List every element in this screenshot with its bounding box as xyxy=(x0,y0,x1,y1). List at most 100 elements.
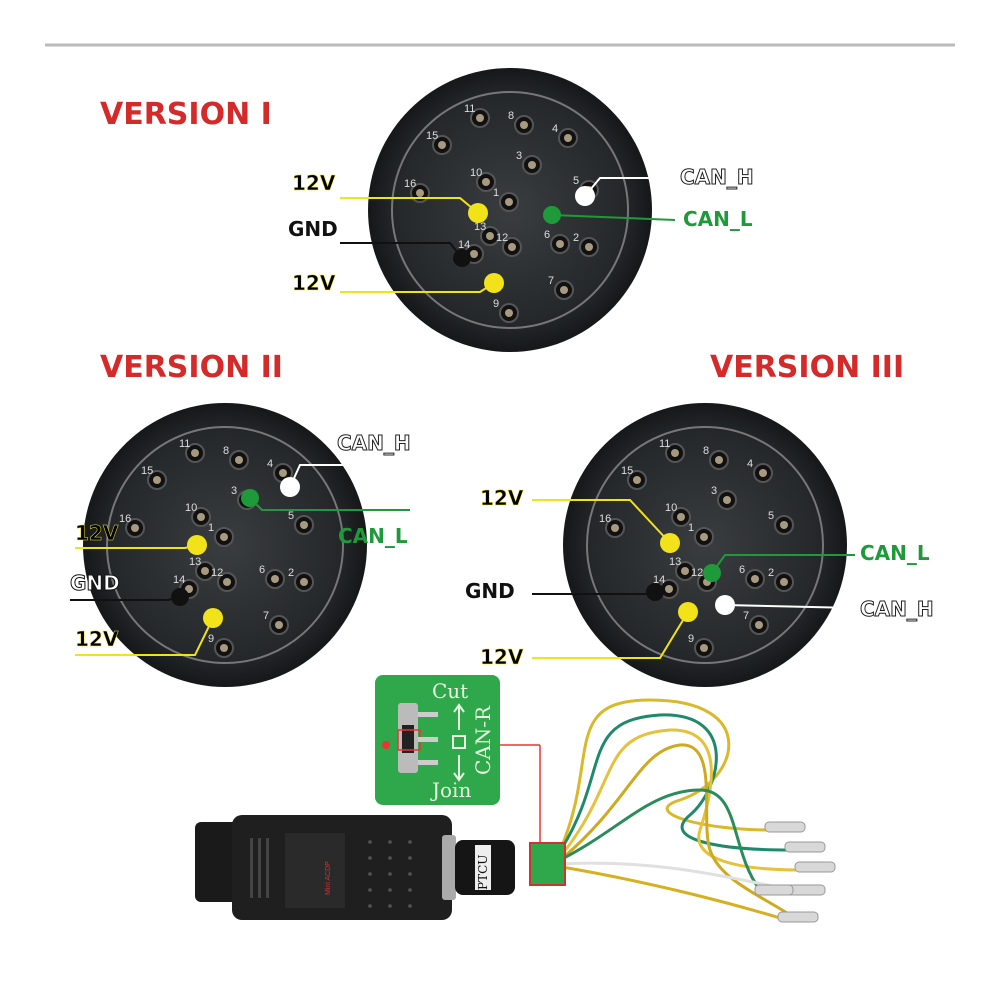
adapter-brand: Mini ACDP xyxy=(325,861,332,895)
label-can-l: CAN_L xyxy=(338,524,408,548)
pin-contact xyxy=(482,178,490,186)
pin-contact xyxy=(271,575,279,583)
terminal xyxy=(784,841,826,853)
pin-number: 7 xyxy=(743,610,749,622)
obd-adapter: Mini ACDP PTCU xyxy=(195,815,566,920)
wire-can-h xyxy=(724,604,856,609)
pin-12v-dot xyxy=(678,602,698,622)
pin-number: 1 xyxy=(688,522,694,534)
can-r-switch[interactable] xyxy=(402,725,414,753)
pin-gnd-dot xyxy=(646,583,664,601)
label-gnd: GND xyxy=(288,217,338,241)
pin-contact xyxy=(681,567,689,575)
pin-contact xyxy=(505,309,513,317)
pin-number: 11 xyxy=(179,438,190,450)
terminal xyxy=(777,911,819,923)
label-12v: 12V xyxy=(480,486,524,510)
pin-contact xyxy=(759,469,767,477)
pin-contact xyxy=(700,533,708,541)
vent-hole xyxy=(368,904,372,908)
pin-contact xyxy=(556,240,564,248)
pin-12v-dot xyxy=(660,533,680,553)
pin-number: 14 xyxy=(653,574,665,586)
pin-number: 11 xyxy=(464,103,475,115)
pin-number: 2 xyxy=(768,567,774,579)
ptcu-label: PTCU xyxy=(476,855,490,890)
vent-hole xyxy=(388,840,392,844)
pin-number: 3 xyxy=(516,150,522,162)
pin-number: 16 xyxy=(599,513,611,525)
pin-number: 1 xyxy=(493,187,499,199)
vent-hole xyxy=(388,872,392,876)
version-1-title: VERSION I xyxy=(100,97,272,132)
pin-number: 1 xyxy=(208,522,214,534)
vent-hole xyxy=(388,856,392,860)
pin-contact xyxy=(633,476,641,484)
pin-contact xyxy=(780,521,788,529)
pin-number: 12 xyxy=(211,567,223,579)
pin-contact xyxy=(560,286,568,294)
label-12v: 12V xyxy=(292,271,336,295)
pin-can-h-dot xyxy=(575,186,595,206)
vent-hole xyxy=(368,872,372,876)
pin-contact xyxy=(715,456,723,464)
vent-hole xyxy=(408,904,412,908)
vent-hole xyxy=(408,840,412,844)
pin-contact xyxy=(585,243,593,251)
connector-ring xyxy=(586,426,824,664)
pcb-cut-label: Cut xyxy=(432,679,468,703)
pin-number: 8 xyxy=(508,110,514,122)
pin-contact xyxy=(275,621,283,629)
pin-contact xyxy=(300,521,308,529)
pin-number: 9 xyxy=(493,298,499,310)
pin-contact xyxy=(755,621,763,629)
pin-contact xyxy=(723,496,731,504)
vent-hole xyxy=(408,888,412,892)
pin-number: 14 xyxy=(458,239,470,251)
label-can-l: CAN_L xyxy=(683,207,753,231)
pin-contact xyxy=(520,121,528,129)
vent-hole xyxy=(368,856,372,860)
pin-contact xyxy=(665,585,673,593)
pin-contact xyxy=(671,449,679,457)
pin-number: 7 xyxy=(548,275,554,287)
pin-contact xyxy=(611,524,619,532)
pin-number: 3 xyxy=(711,485,717,497)
pin-contact xyxy=(508,243,516,251)
wire-12v xyxy=(532,499,671,544)
pin-number: 5 xyxy=(768,510,774,522)
pin-number: 15 xyxy=(426,130,438,142)
pin-contact xyxy=(201,567,209,575)
pin-number: 12 xyxy=(691,567,703,579)
pin-contact xyxy=(197,513,205,521)
pin-number: 9 xyxy=(688,633,694,645)
pin-number: 6 xyxy=(544,229,550,241)
pin-12v-dot xyxy=(203,608,223,628)
pin-contact xyxy=(505,198,513,206)
version-1-diagram: VERSION I 12V GND 12V CAN_H CAN_L xyxy=(100,97,754,295)
pin-number: 13 xyxy=(669,556,681,568)
pin-contact xyxy=(700,644,708,652)
label-12v: 12V xyxy=(75,521,119,545)
wire-12v xyxy=(532,611,689,659)
pin-contact xyxy=(300,578,308,586)
pin-contact xyxy=(677,513,685,521)
terminal xyxy=(764,821,806,833)
cable-harness xyxy=(555,698,801,920)
pin-contact xyxy=(279,469,287,477)
pin-number: 11 xyxy=(659,438,670,450)
pin-number: 2 xyxy=(573,232,579,244)
pin-can-h-dot xyxy=(280,477,300,497)
connector-ring xyxy=(391,91,629,329)
pin-contact xyxy=(486,232,494,240)
label-gnd: GND xyxy=(465,579,515,603)
pin-12v-dot xyxy=(468,203,488,223)
pin-contact xyxy=(223,578,231,586)
pin-contact xyxy=(476,114,484,122)
pin-number: 15 xyxy=(621,465,633,477)
label-gnd: GND xyxy=(70,571,120,595)
connector-ring xyxy=(106,426,344,664)
pin-number: 12 xyxy=(496,232,508,244)
pin-contact xyxy=(220,644,228,652)
